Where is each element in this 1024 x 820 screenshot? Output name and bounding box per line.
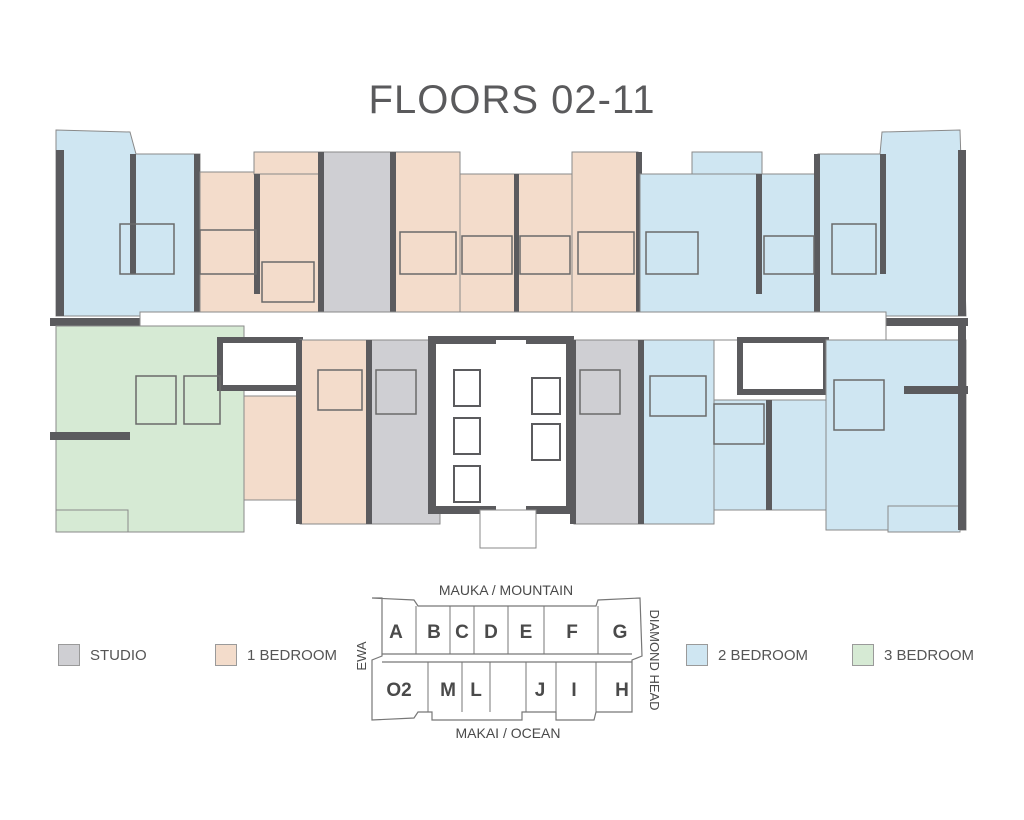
key-plan-south-label: MAKAI / OCEAN [455,725,560,741]
key-plan-unit-g: G [613,622,628,643]
unit-j[interactable] [570,339,643,525]
key-plan-unit-o2: O2 [386,680,411,701]
key-plan-unit-j: J [535,680,546,701]
key-plan-north-label: MAUKA / MOUNTAIN [439,582,573,598]
elevator-core [428,336,574,549]
legend-item-2-bedroom: 2 BEDROOM [686,644,808,666]
stair-east [737,337,829,395]
unit-o2[interactable] [50,325,245,533]
legend-item-1-bedroom: 1 BEDROOM [215,644,337,666]
floor-plan [50,129,968,549]
key-plan-unit-e: E [520,622,533,643]
key-plan-dividers [415,606,599,712]
key-plan-east-label: DIAMOND HEAD [647,609,662,710]
stair-west [217,337,303,391]
legend-item-studio: STUDIO [58,644,147,666]
key-plan-outline [371,597,643,721]
unit-a[interactable] [55,129,201,317]
unit-c[interactable] [318,151,395,317]
unit-h[interactable] [825,326,968,533]
unit-i[interactable] [638,339,829,525]
legend-swatch-studio [58,644,80,666]
key-plan-unit-b: B [427,622,441,643]
key-plan-unit-h: H [615,680,629,701]
unit-g[interactable] [814,129,967,317]
key-plan-unit-c: C [455,622,469,643]
key-plan-unit-f: F [566,622,578,643]
unit-d[interactable] [390,151,517,317]
legend-item-3-bedroom: 3 BEDROOM [852,644,974,666]
key-plan-unit-l: L [470,680,482,701]
legend-swatch-2-bedroom [686,644,708,666]
unit-e[interactable] [514,151,642,317]
key-plan-unit-i: I [571,680,576,701]
legend-label-3-bedroom: 3 BEDROOM [884,646,975,664]
page-title: FLOORS 02-11 [368,78,656,122]
unit-b[interactable] [199,151,323,317]
key-plan-unit-a: A [389,622,403,643]
legend-swatch-3-bedroom [852,644,874,666]
legend-label-studio: STUDIO [90,646,147,664]
key-plan-unit-d: D [484,622,498,643]
legend-label-1-bedroom: 1 BEDROOM [247,646,338,664]
legend-swatch-1-bedroom [215,644,237,666]
key-plan-west-label: EWA [354,641,369,670]
legend-label-2-bedroom: 2 BEDROOM [718,646,809,664]
unit-f[interactable] [639,151,819,317]
key-plan-unit-m: M [440,680,456,701]
